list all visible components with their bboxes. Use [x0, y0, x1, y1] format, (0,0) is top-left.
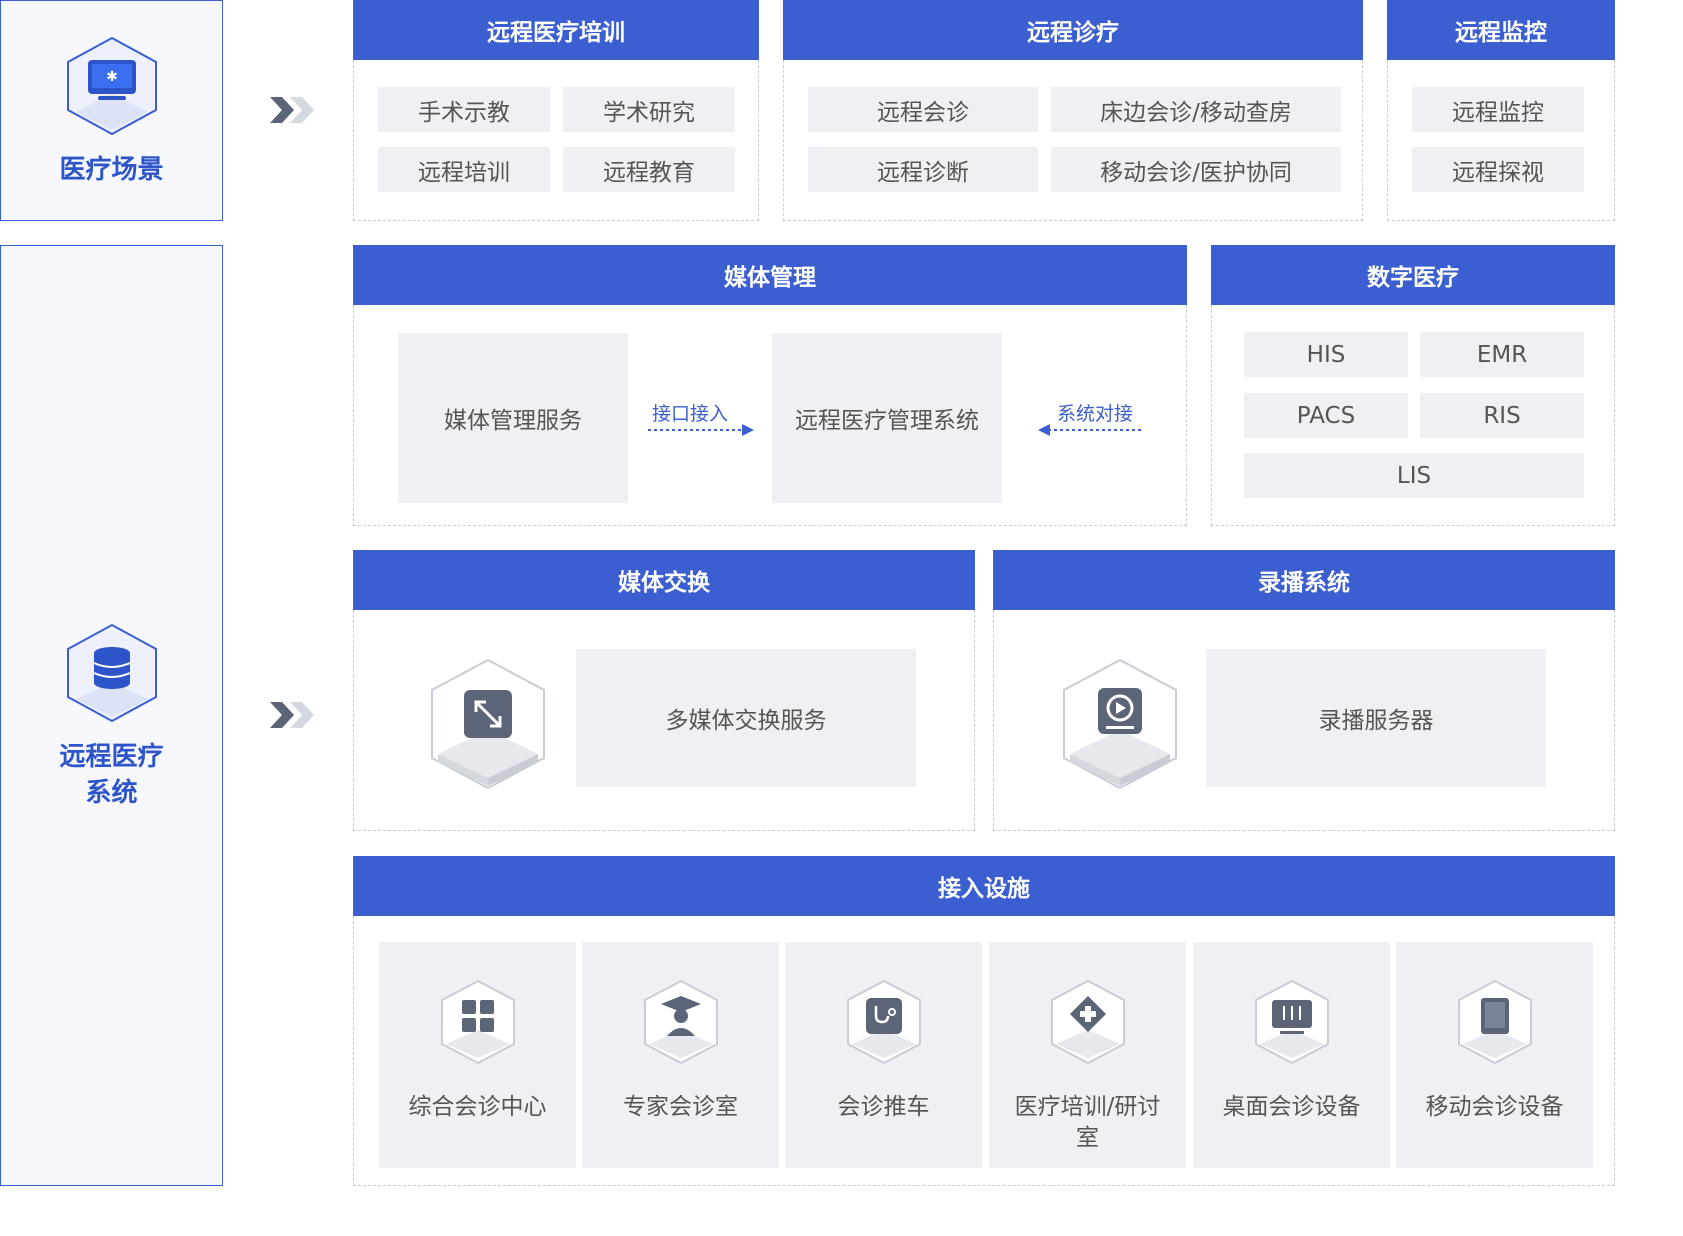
section-body: 多媒体交换服务	[353, 610, 975, 831]
section-digital-medical: 数字医疗 HIS EMR PACS RIS LIS	[1211, 245, 1615, 526]
section-header: 媒体交换	[353, 550, 975, 610]
system-panel: 远程医疗 系统	[0, 245, 223, 1186]
system-title: 远程医疗 系统	[59, 739, 163, 811]
section-body: 手术示教 学术研究 远程培训 远程教育	[353, 60, 759, 221]
desktop-monitor-icon	[1254, 979, 1329, 1065]
section-remote-training: 远程医疗培训 手术示教 学术研究 远程培训 远程教育	[353, 0, 759, 221]
monitor-hex-icon: ✱	[66, 36, 157, 135]
section-remote-diagnosis: 远程诊疗 远程会诊 床边会诊/移动查房 远程诊断 移动会诊/医护协同	[783, 0, 1363, 221]
scene-item: 远程探视	[1412, 147, 1584, 192]
scene-panel: ✱ 医疗场景	[0, 0, 223, 221]
section-body: 远程会诊 床边会诊/移动查房 远程诊断 移动会诊/医护协同	[783, 60, 1363, 221]
scene-item: 移动会诊/医护协同	[1051, 147, 1341, 192]
device-item: 专家会诊室	[582, 942, 779, 1168]
graduate-cap-icon	[643, 979, 718, 1065]
section-media-management: 媒体管理 媒体管理服务 接口接入 远程医疗管理系统 系统对接	[353, 245, 1187, 526]
section-header: 远程监控	[1387, 0, 1615, 60]
device-label: 综合会诊中心	[408, 1094, 547, 1120]
svg-text:✱: ✱	[106, 69, 118, 85]
section-remote-monitoring: 远程监控 远程监控 远程探视	[1387, 0, 1615, 221]
section-body: 远程监控 远程探视	[1387, 60, 1615, 221]
chevron-right-icon	[270, 97, 314, 123]
section-header: 接入设施	[353, 856, 1615, 916]
arrow-left-icon	[1038, 424, 1144, 436]
scene-item: 手术示教	[378, 87, 550, 132]
device-label: 医疗培训/研讨室	[1014, 1094, 1161, 1151]
device-label: 桌面会诊设备	[1222, 1094, 1361, 1120]
camera-server-icon	[1063, 658, 1177, 790]
scene-item: 远程诊断	[808, 147, 1038, 192]
section-media-exchange: 媒体交换 多媒体交换服务	[353, 550, 975, 831]
multimedia-exchange-service: 多媒体交换服务	[576, 649, 916, 787]
scene-item: 床边会诊/移动查房	[1051, 87, 1341, 132]
section-header: 远程医疗培训	[353, 0, 759, 60]
device-item: 综合会诊中心	[379, 942, 576, 1168]
media-management-service: 媒体管理服务	[398, 333, 628, 503]
device-label: 移动会诊设备	[1425, 1094, 1564, 1120]
device-item: 会诊推车	[785, 942, 982, 1168]
scene-title: 医疗场景	[59, 154, 164, 185]
grid-apps-icon	[440, 979, 515, 1065]
system-title-line1: 远程医疗	[59, 741, 164, 772]
recording-server: 录播服务器	[1206, 649, 1546, 787]
scene-item: 远程培训	[378, 147, 550, 192]
system-item: HIS	[1244, 332, 1408, 377]
scene-item: 学术研究	[563, 87, 735, 132]
device-item: 医疗培训/研讨室	[989, 942, 1186, 1168]
device-label: 专家会诊室	[623, 1094, 738, 1120]
scene-item: 远程会诊	[808, 87, 1038, 132]
remote-medical-management-system: 远程医疗管理系统	[772, 333, 1002, 503]
tablet-icon	[1457, 979, 1532, 1065]
system-item: LIS	[1244, 453, 1584, 498]
device-item: 移动会诊设备	[1396, 942, 1593, 1168]
device-label: 会诊推车	[837, 1094, 930, 1120]
section-header: 数字医疗	[1211, 245, 1615, 305]
section-header: 媒体管理	[353, 245, 1187, 305]
section-body	[353, 916, 1615, 1186]
section-body: HIS EMR PACS RIS LIS	[1211, 305, 1615, 526]
section-header: 录播系统	[993, 550, 1615, 610]
system-integration-label: 系统对接	[1057, 403, 1134, 425]
section-header: 远程诊疗	[783, 0, 1363, 60]
scene-item: 远程教育	[563, 147, 735, 192]
section-recording-system: 录播系统 录播服务器	[993, 550, 1615, 831]
chevron-right-icon	[270, 702, 314, 728]
device-item: 桌面会诊设备	[1193, 942, 1390, 1168]
scene-item: 远程监控	[1412, 87, 1584, 132]
section-body: 录播服务器	[993, 610, 1615, 831]
system-title-line2: 系统	[85, 777, 138, 808]
medical-cross-icon	[1050, 979, 1125, 1065]
interface-access-label: 接口接入	[652, 403, 729, 425]
stethoscope-icon	[846, 979, 921, 1065]
section-access-facilities: 接入设施 综合会诊中心 专家会诊室 会诊推车	[353, 856, 1615, 1186]
database-hex-icon	[66, 623, 157, 722]
system-item: EMR	[1420, 332, 1584, 377]
section-body: 媒体管理服务 接口接入 远程医疗管理系统 系统对接	[353, 305, 1187, 526]
resize-arrows-icon	[431, 658, 545, 790]
arrow-right-icon	[648, 424, 754, 436]
system-item: PACS	[1244, 393, 1408, 438]
system-item: RIS	[1420, 393, 1584, 438]
